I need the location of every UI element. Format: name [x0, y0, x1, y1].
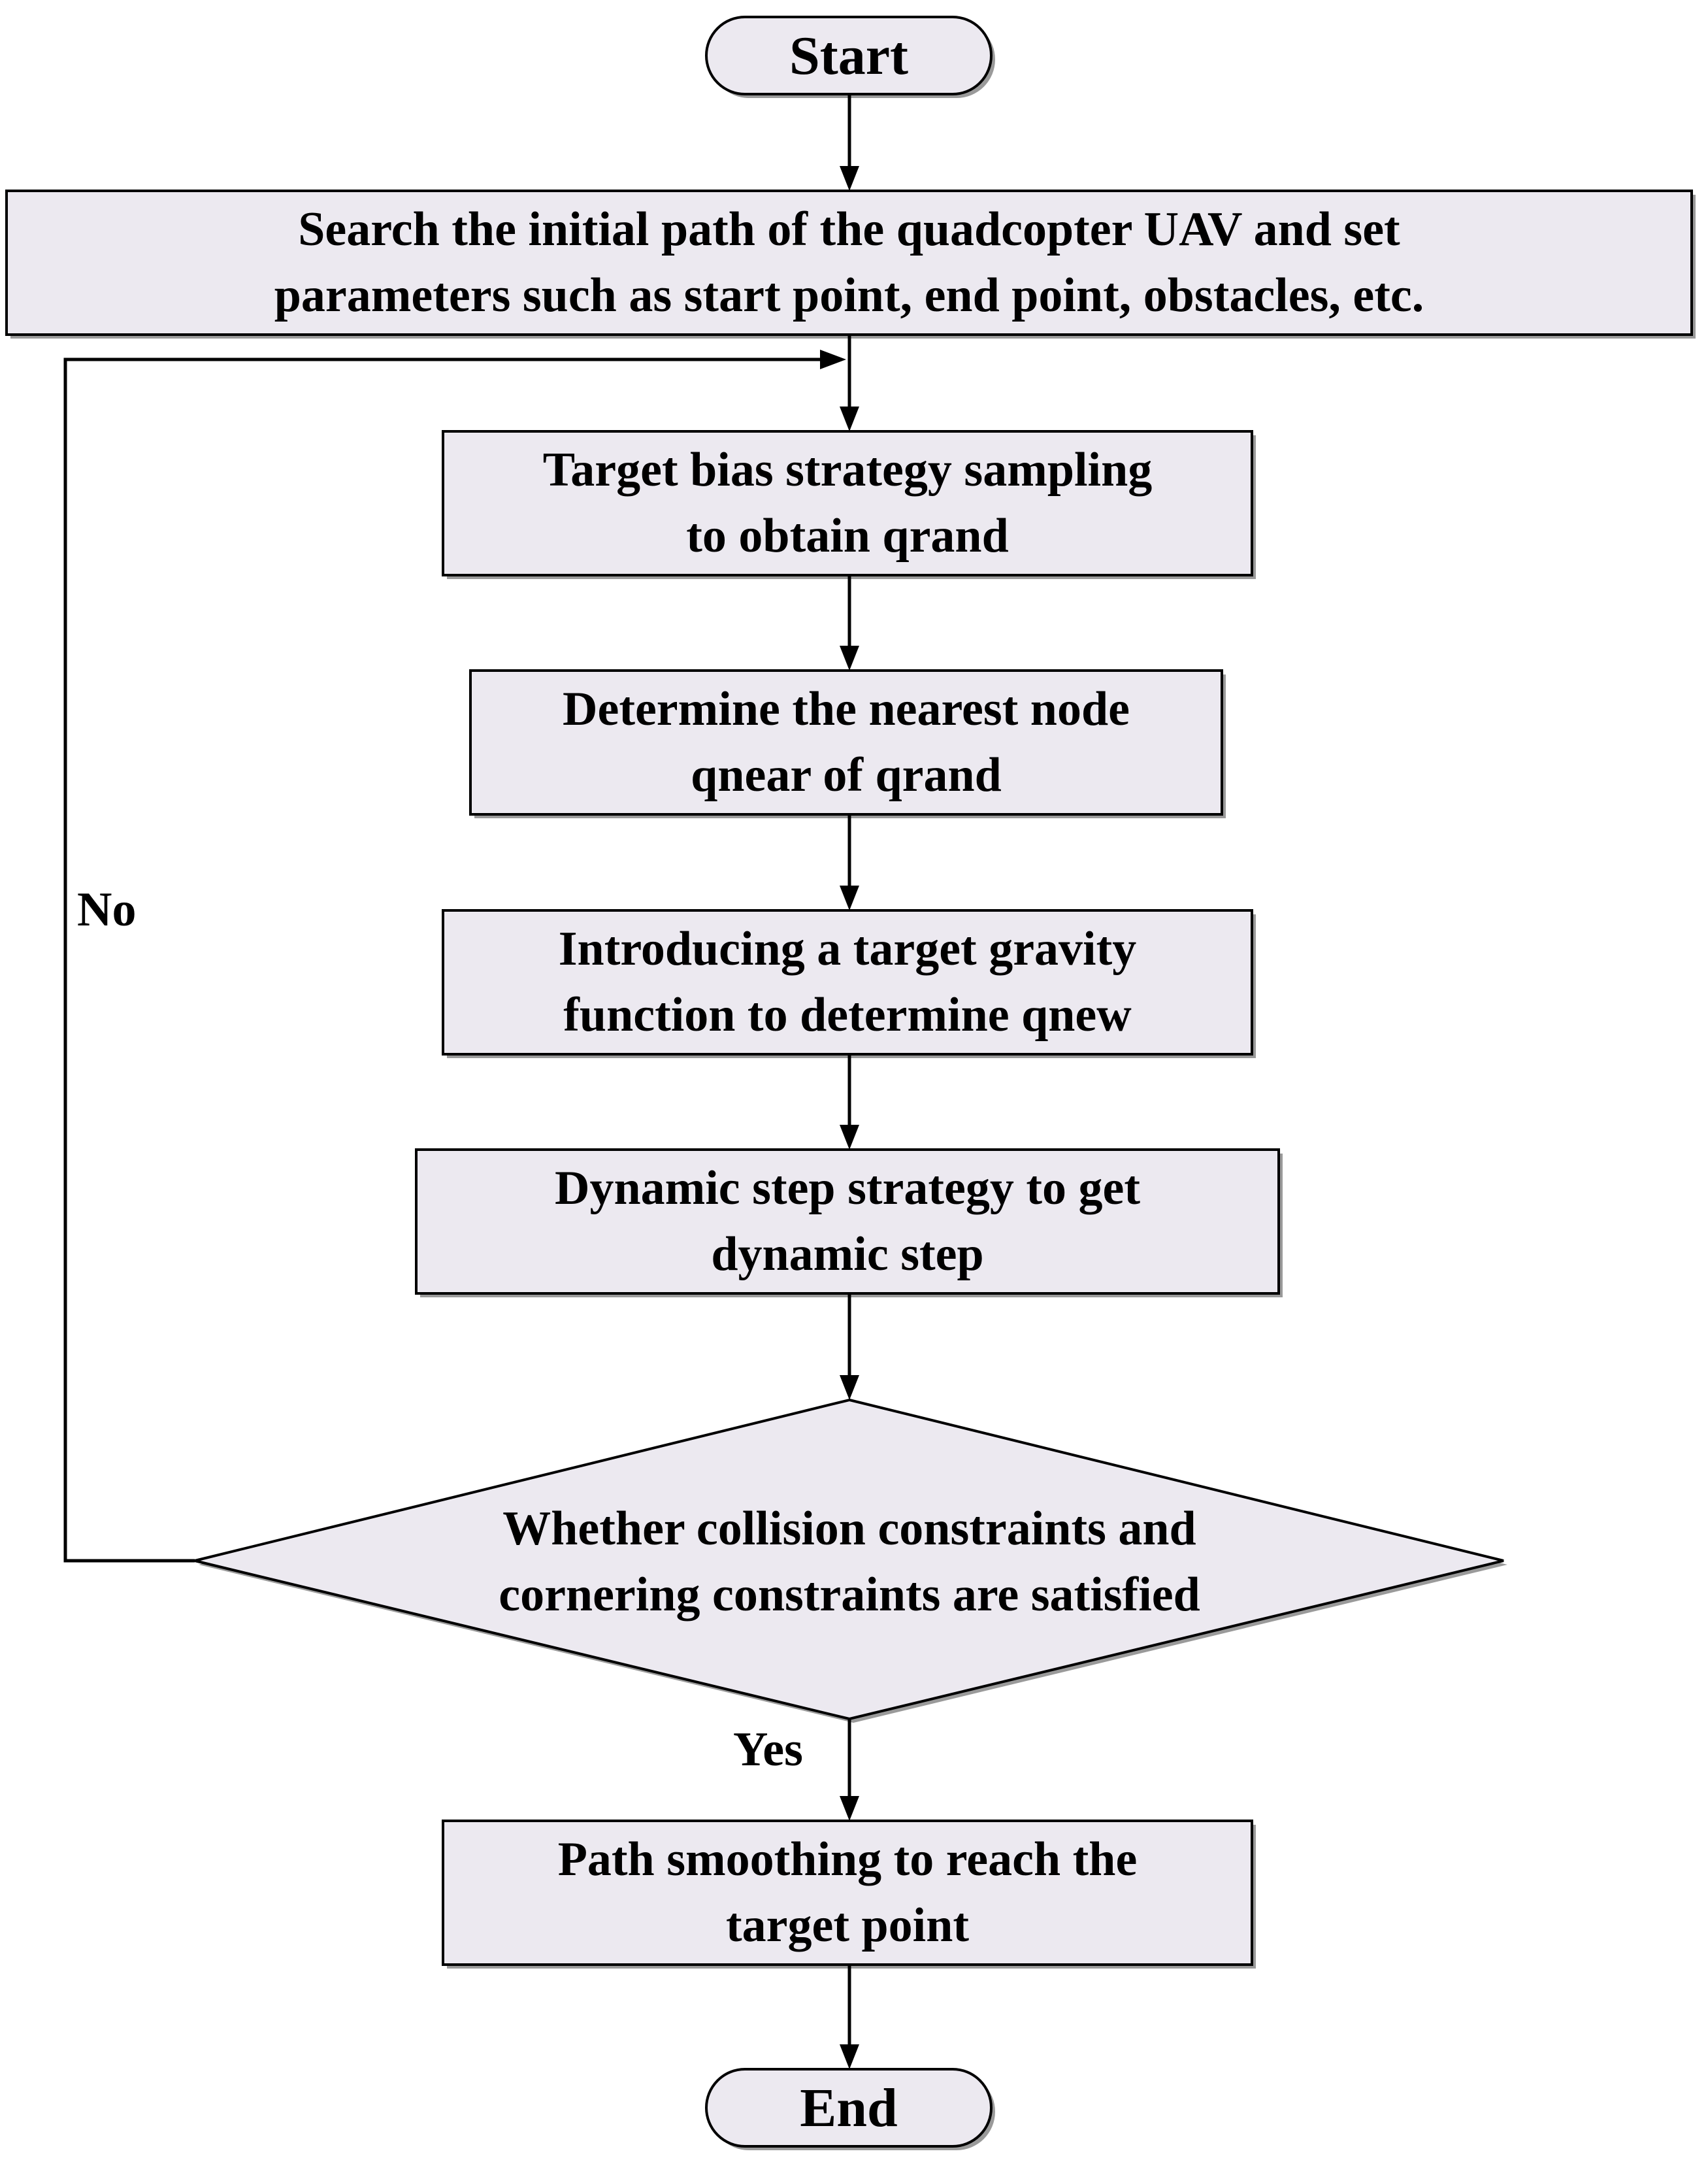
connector-lines: [63, 94, 851, 2050]
yes-branch-label: Yes: [733, 1723, 803, 1776]
nearest-node-process-box: [469, 669, 1223, 816]
init-process-box: [5, 190, 1693, 336]
no-branch-label: No: [77, 883, 137, 937]
sampling-process-box: [442, 430, 1253, 576]
dynamic-step-process-box: [415, 1148, 1280, 1295]
path-smoothing-process-box: [442, 1820, 1253, 1966]
no-loop-line: [63, 358, 825, 1563]
sampling-label: Target bias strategy sampling to obtain …: [542, 443, 1153, 563]
end-label: End: [800, 2077, 898, 2138]
dynamic-step-label: Dynamic step strategy to get dynamic ste…: [555, 1161, 1140, 1281]
arrowhead: [840, 2044, 859, 2069]
arrowheads: [820, 166, 859, 2069]
arrowhead: [840, 166, 859, 191]
init-label: Search the initial path of the quadcopte…: [274, 203, 1424, 322]
end-terminal: [705, 2068, 993, 2148]
path-smoothing-label: Path smoothing to reach the target point: [557, 1833, 1138, 1952]
arrowhead: [840, 1125, 859, 1150]
gravity-function-process-box: [442, 909, 1253, 1056]
arrowhead: [840, 407, 859, 431]
nearest-node-label: Determine the nearest node qnear of qran…: [563, 682, 1130, 802]
no-loop-arrowhead: [820, 350, 846, 369]
arrowhead: [840, 886, 859, 910]
arrowhead: [840, 646, 859, 671]
start-label: Start: [789, 25, 908, 86]
arrowhead: [840, 1375, 859, 1400]
decision-label: Whether collision constraints and corner…: [499, 1502, 1200, 1622]
gravity-function-label: Introducing a target gravity function to…: [558, 922, 1137, 1042]
arrowhead: [840, 1796, 859, 1821]
